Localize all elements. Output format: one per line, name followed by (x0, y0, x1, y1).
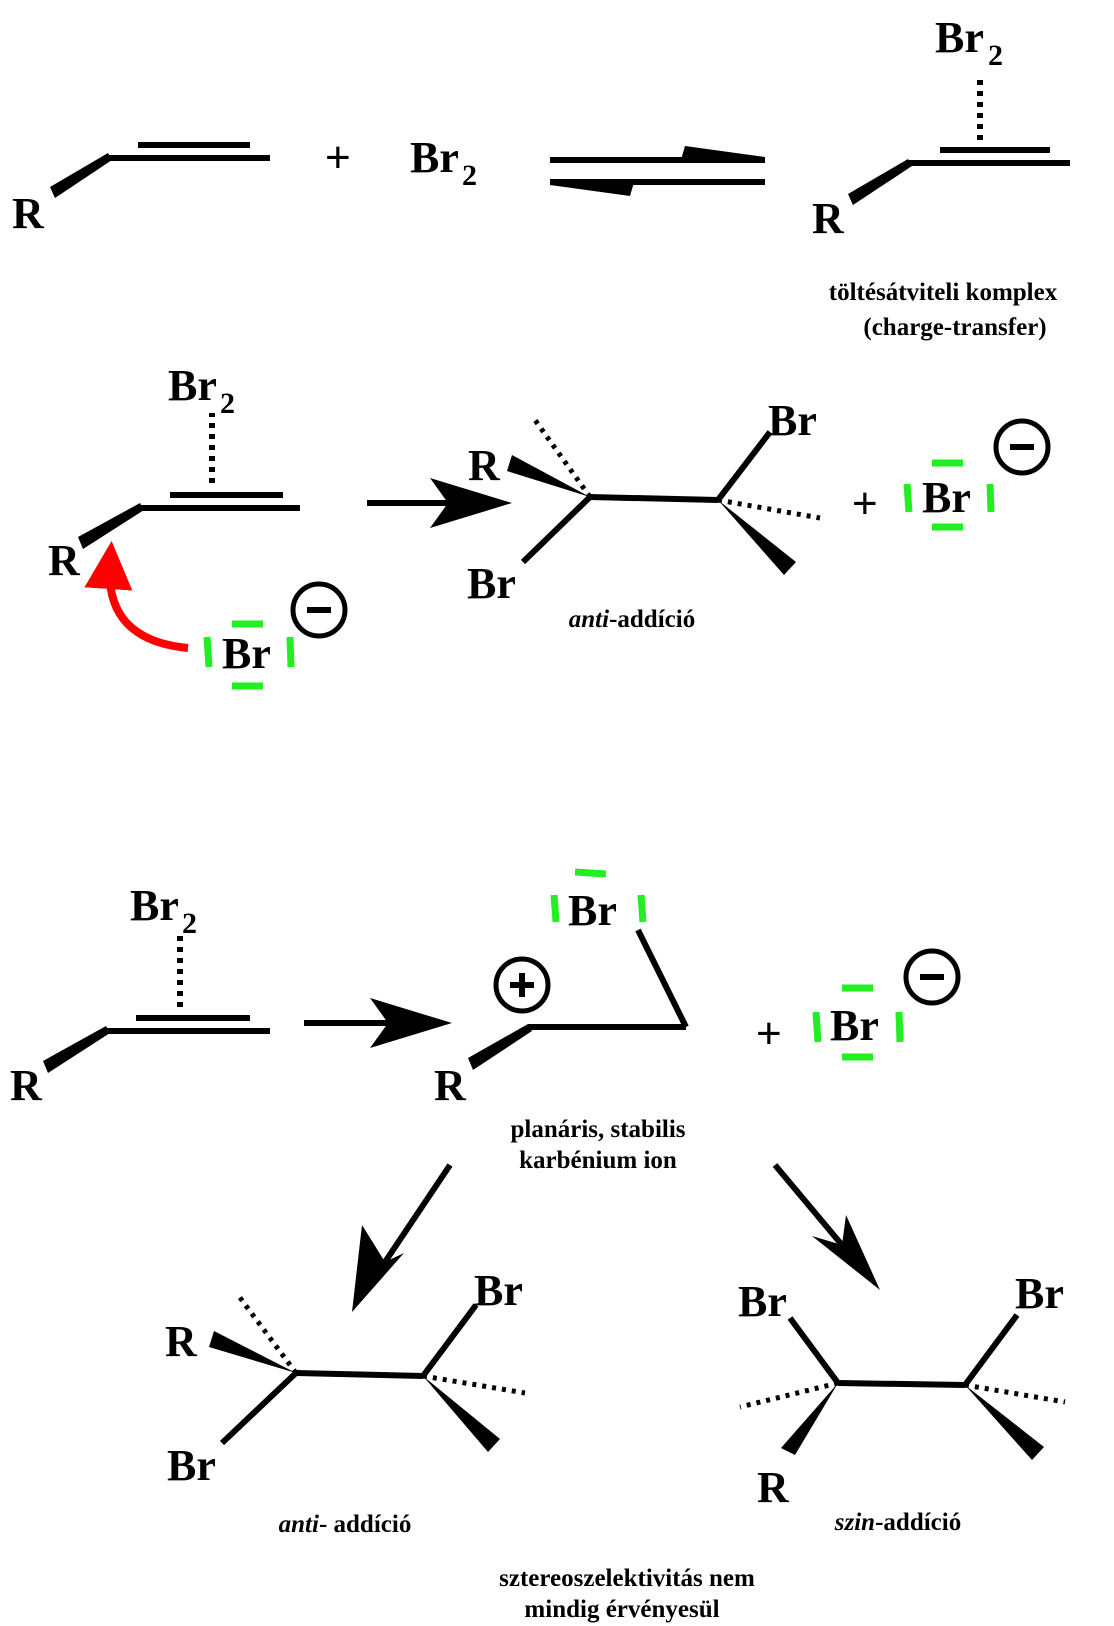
footer-line1: sztereoszelektivitás nem (499, 1565, 755, 1592)
reaction-arrow-2 (304, 998, 452, 1048)
anti-product-2: R Br Br (165, 1266, 526, 1490)
ct-complex-3: R Br 2 (10, 881, 270, 1110)
r-label: R (10, 1061, 43, 1110)
br-label: Br (1015, 1269, 1064, 1318)
equilibrium-arrow (550, 146, 765, 196)
plus-sign: + (756, 1009, 782, 1058)
r-label: R (434, 1061, 467, 1110)
br2-subscript: 2 (462, 159, 477, 192)
r-label: R (757, 1463, 790, 1512)
br2-label: Br (168, 361, 217, 410)
curved-attack-arrow (84, 541, 189, 652)
r-label: R (468, 441, 501, 490)
anti-product-1: R Br Br (467, 396, 821, 608)
br2-subscript: 2 (988, 39, 1003, 72)
carbenium-caption-line1: planáris, stabilis (510, 1116, 685, 1143)
anti-caption-1: anti-addíció (569, 606, 695, 633)
ct-caption-line1: töltésátviteli komplex (829, 279, 1058, 306)
br-label: Br (467, 559, 516, 608)
plus-sign: + (325, 133, 351, 182)
carbenium-caption-line2: karbénium ion (519, 1147, 677, 1174)
branch-arrow-right (772, 1163, 880, 1290)
r-label: R (812, 194, 845, 243)
carbenium-ion: R Br (434, 868, 689, 1110)
anti-caption-2: anti- addíció (279, 1511, 412, 1538)
r-label: R (165, 1317, 198, 1366)
br-label: Br (768, 396, 817, 445)
szin-product: Br R Br (738, 1269, 1066, 1512)
br-label: Br (922, 473, 971, 522)
r-label: R (12, 189, 45, 238)
br-label: Br (738, 1277, 787, 1326)
br2-label: Br (935, 13, 984, 62)
br-label: Br (167, 1441, 216, 1490)
br2-subscript: 2 (220, 387, 235, 420)
plus-sign: + (852, 479, 878, 528)
br2-label: Br (130, 881, 179, 930)
br2-label: Br (410, 133, 459, 182)
szin-caption: szin-addíció (834, 1509, 961, 1536)
bromide-ion-1: Br (203, 581, 348, 690)
r-label: R (48, 536, 81, 585)
br-label: Br (568, 886, 617, 935)
ct-complex-1: R Br 2 (812, 13, 1070, 243)
ct-complex-2: R Br 2 (48, 361, 300, 585)
branch-arrow-left (352, 1163, 453, 1312)
br2-subscript: 2 (182, 907, 197, 940)
br2-reagent: Br 2 (410, 133, 477, 192)
br-label: Br (474, 1266, 523, 1315)
ct-caption-line2: (charge-transfer) (863, 314, 1046, 341)
bromide-ion-2: Br (903, 418, 1051, 531)
alkene-1: R (12, 142, 270, 238)
reaction-arrow-1 (367, 478, 512, 528)
br-label: Br (222, 629, 271, 678)
bromide-ion-3: Br (812, 948, 961, 1061)
br-label: Br (830, 1001, 879, 1050)
footer-line2: mindig érvényesül (524, 1596, 719, 1623)
